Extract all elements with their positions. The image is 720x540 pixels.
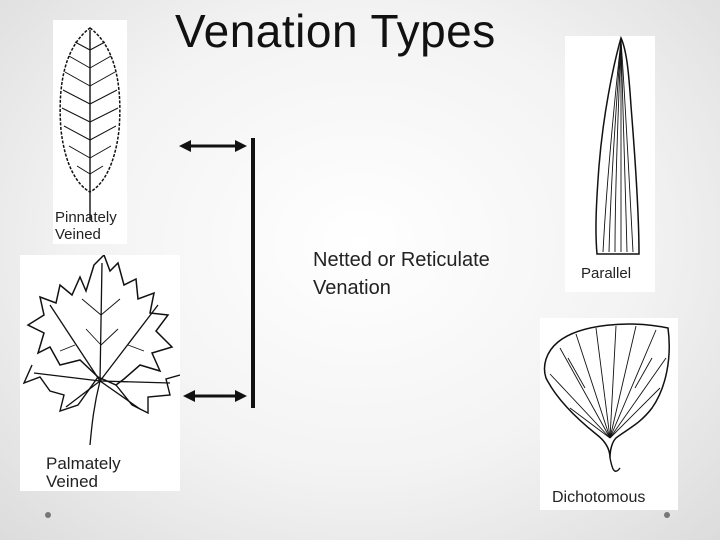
slide-title: Venation Types	[175, 5, 496, 57]
palmate-label-line2: Veined	[46, 472, 98, 491]
parallel-leaf-panel: Parallel	[565, 36, 655, 292]
palmate-label-line1: Palmately	[46, 454, 121, 473]
palmate-leaf-drawing	[22, 255, 180, 446]
parallel-label: Parallel	[581, 265, 632, 282]
arrow-bottom	[183, 390, 247, 402]
dichotomous-label: Dichotomous	[552, 489, 646, 506]
slide-corner-dot-right	[664, 512, 670, 518]
palmate-leaf-panel: Palmately Veined	[20, 255, 180, 491]
dichotomous-leaf-panel: Dichotomous	[540, 318, 678, 510]
netted-venation-bracket	[179, 138, 255, 408]
pinnate-leaf-drawing	[59, 27, 121, 220]
pinnate-leaf-panel: Pinnately Veined	[53, 20, 127, 244]
dichotomous-leaf-drawing	[543, 323, 670, 472]
slide-corner-dot-left	[45, 512, 51, 518]
netted-venation-label: Netted or Reticulate Venation	[313, 246, 553, 302]
parallel-leaf-drawing	[595, 36, 640, 255]
pinnate-label-line1: Pinnately	[55, 209, 117, 226]
netted-venation-text: Netted or Reticulate Venation	[313, 249, 490, 299]
pinnate-label-line2: Veined	[55, 226, 101, 243]
arrow-top	[179, 140, 247, 152]
